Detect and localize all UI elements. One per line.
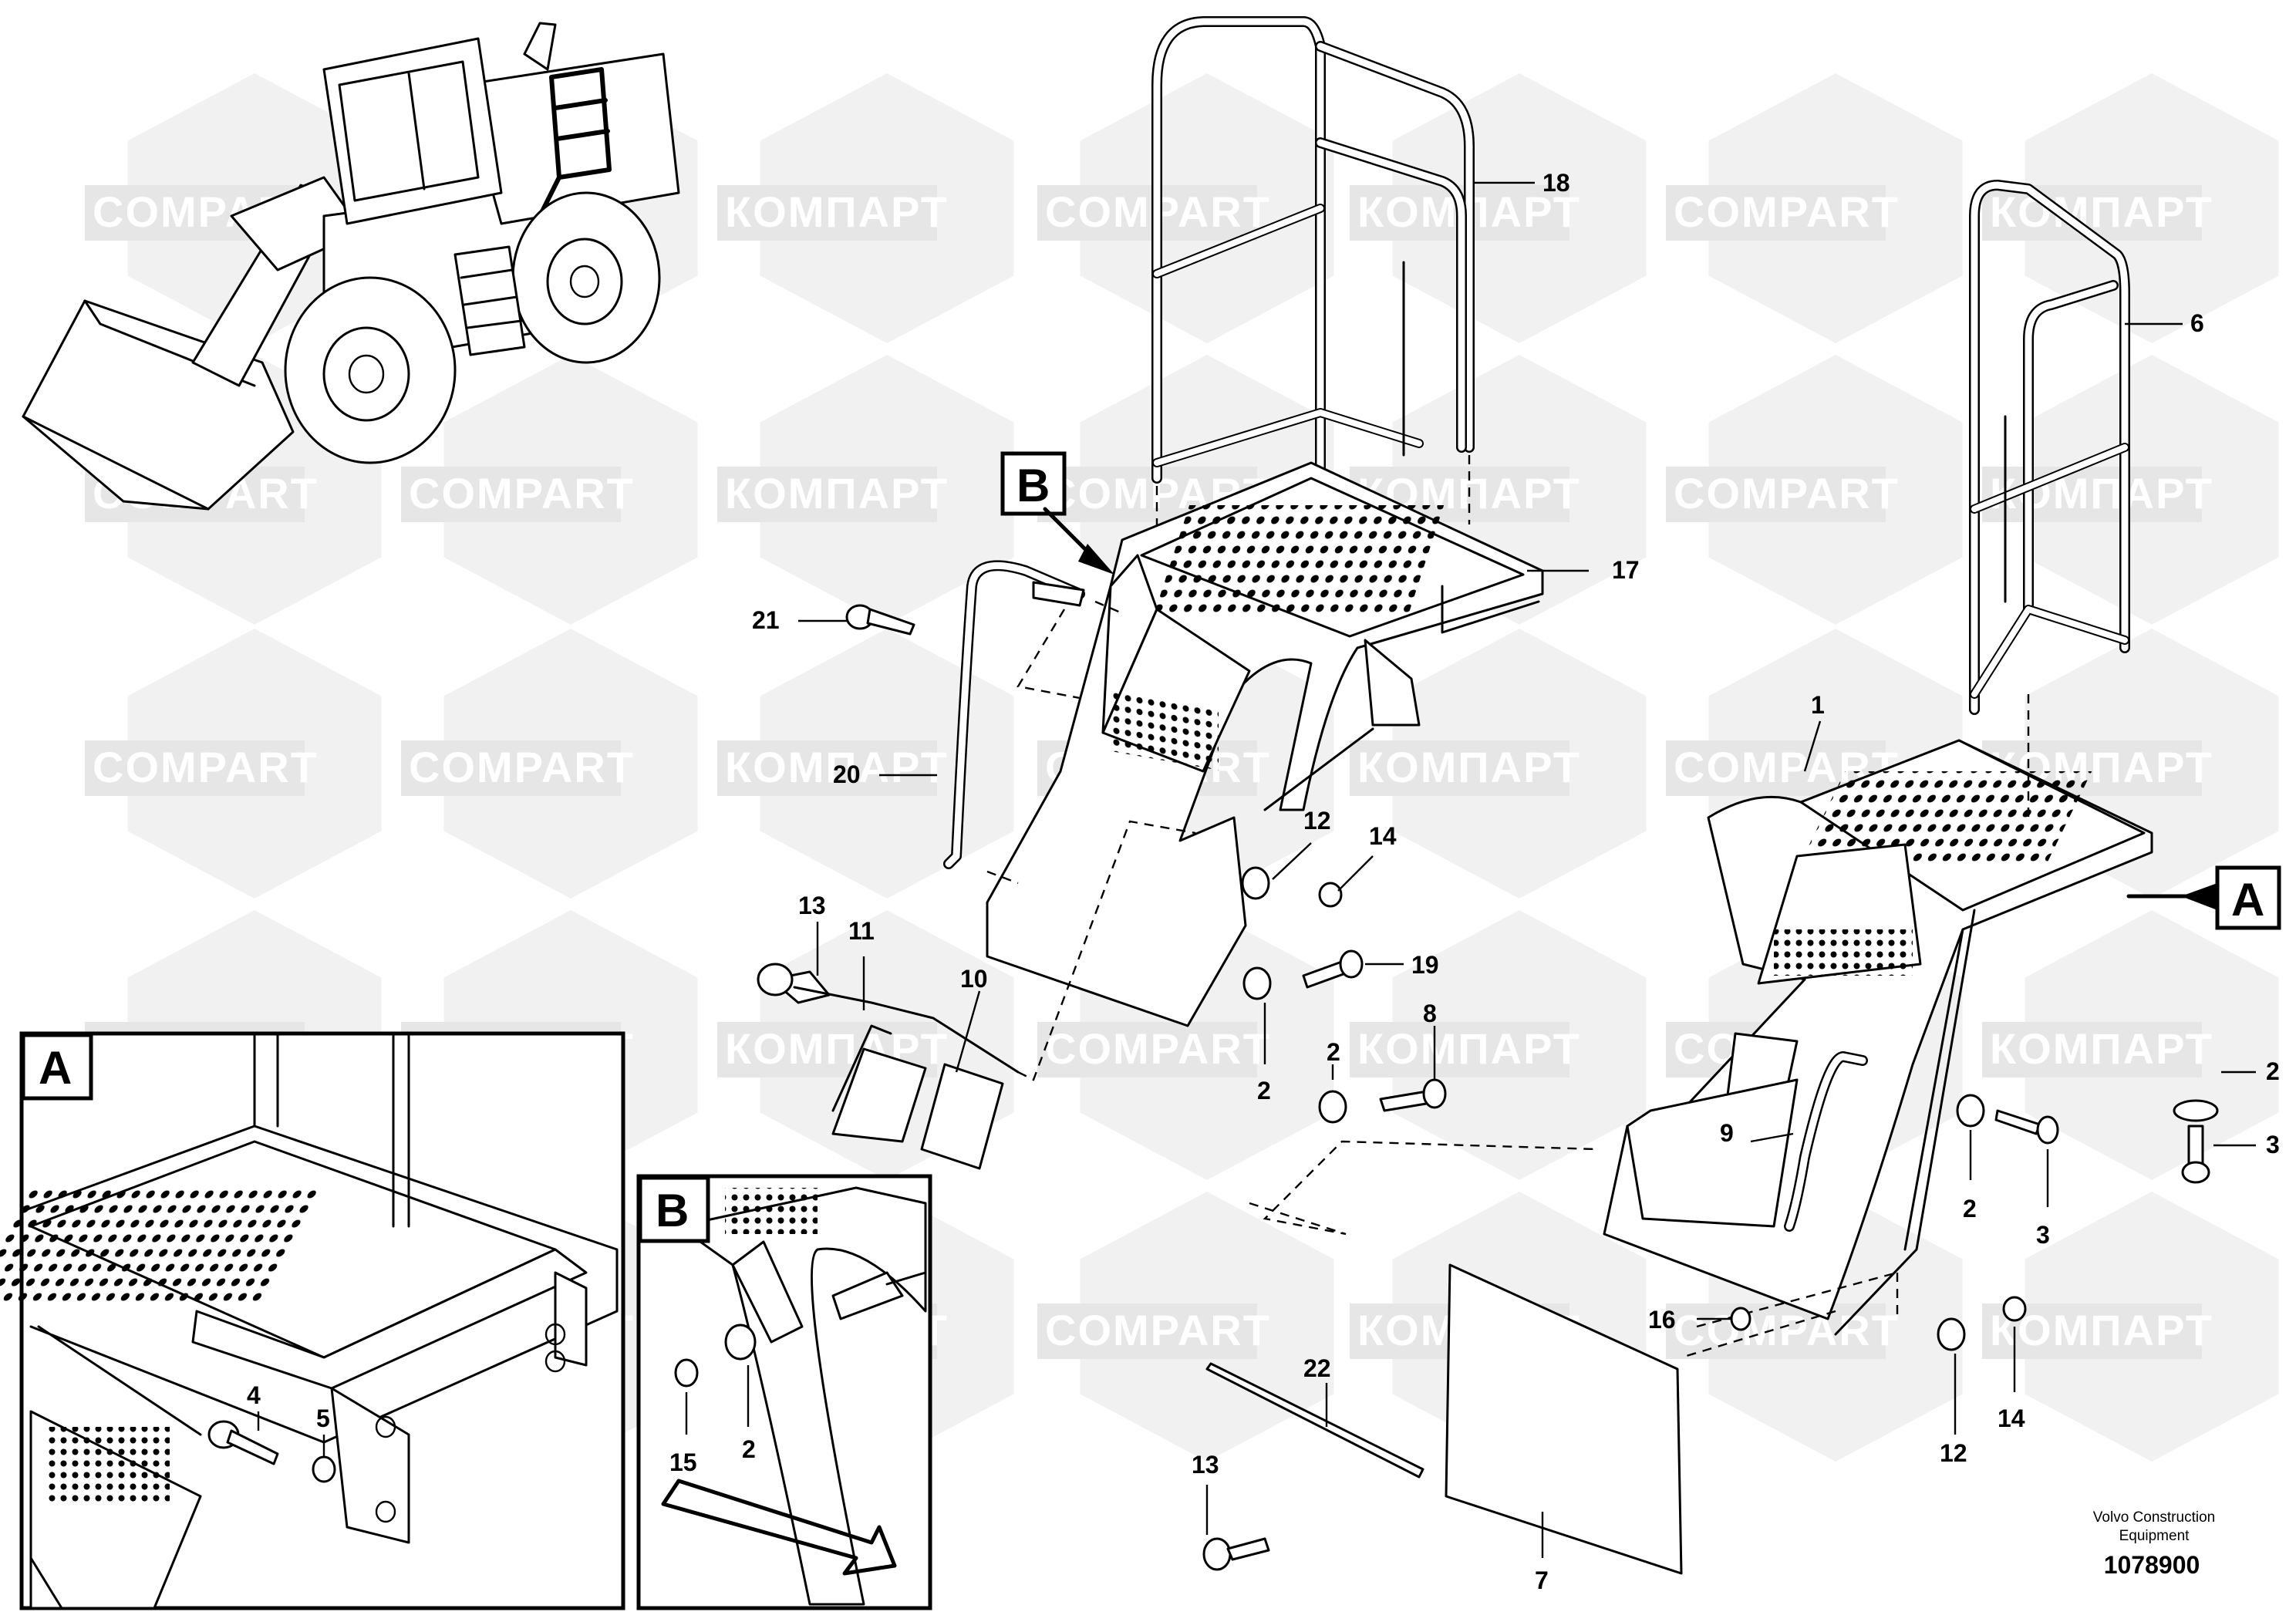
fasteners xyxy=(845,604,2219,1571)
watermark-text: КОМПАРТ xyxy=(1990,1024,2213,1073)
watermark-tile: КОМПАРТ xyxy=(1350,910,1647,1180)
callout-16: 16 xyxy=(1648,1306,1676,1334)
watermark-tile: COMPART xyxy=(85,629,382,899)
brand-line-1: Volvo Construction xyxy=(2093,1509,2215,1526)
watermark-text: COMPART xyxy=(93,743,319,791)
watermark-tile: КОМПАРТ xyxy=(717,73,1014,343)
callout-numbers: 18 6 17 21 1 20 12 14 13 11 19 10 8 2 2 … xyxy=(247,169,2280,1594)
watermark-text: КОМПАРТ xyxy=(1990,1306,2213,1354)
callout-18: 18 xyxy=(1542,169,1570,197)
watermark-tile: КОМПАРТ xyxy=(1982,73,2279,343)
watermark-text: COMPART xyxy=(1045,1306,1271,1354)
watermark-tile: КОМПАРТ xyxy=(717,355,1014,625)
detail-view-b xyxy=(636,1174,932,1610)
callout-7: 7 xyxy=(1535,1566,1549,1594)
watermark-tile: КОМПАРТ xyxy=(1350,629,1647,899)
watermark-text: КОМПАРТ xyxy=(725,743,949,791)
detail-view-a xyxy=(0,1031,625,1610)
callout-2-mid-upper: 2 xyxy=(1327,1038,1340,1066)
view-marker-b-main-label: B xyxy=(1017,460,1050,511)
watermark-tile: КОМПАРТ xyxy=(1982,1192,2279,1462)
watermark-tile: КОМПАРТ xyxy=(1350,73,1647,343)
watermark-tile: COMPART xyxy=(1037,1192,1334,1462)
watermark-text: COMPART xyxy=(1674,1306,1900,1354)
view-marker-b-main xyxy=(1000,451,1114,575)
detail-b-label: B xyxy=(656,1185,689,1236)
callout-15: 15 xyxy=(669,1448,697,1476)
platform-17 xyxy=(986,461,1544,1027)
plate-10-bracket-11 xyxy=(757,820,1196,1170)
watermark-text: КОМПАРТ xyxy=(725,187,949,236)
watermark-text: КОМПАРТ xyxy=(1357,743,1581,791)
document-number: 1078900 xyxy=(2104,1551,2200,1579)
platform-1 xyxy=(1603,739,2153,1336)
callout-10: 10 xyxy=(960,965,988,993)
watermark-text: COMPART xyxy=(1045,1024,1271,1073)
callout-8: 8 xyxy=(1423,1000,1437,1027)
callout-1: 1 xyxy=(1811,691,1825,719)
watermark-text: КОМПАРТ xyxy=(1990,187,2213,236)
watermark-tile: COMPART xyxy=(401,355,698,625)
callout-12-upper: 12 xyxy=(1303,807,1331,835)
callout-17: 17 xyxy=(1612,556,1640,584)
watermark-text: COMPART xyxy=(1674,469,1900,518)
callout-14-lower: 14 xyxy=(1998,1404,2025,1432)
watermark-tile: COMPART xyxy=(1666,73,1963,343)
callout-14-upper: 14 xyxy=(1369,822,1397,850)
brand-line-2: Equipment xyxy=(2119,1528,2190,1544)
callout-13-left: 13 xyxy=(798,892,826,919)
callout-3-right-a: 3 xyxy=(2266,1131,2280,1158)
view-marker-a-main-label: A xyxy=(2231,874,2264,926)
watermark-tile: КОМПАРТ xyxy=(1982,910,2279,1180)
watermark-text: КОМПАРТ xyxy=(1357,1024,1581,1073)
callout-5: 5 xyxy=(316,1404,330,1432)
callout-21: 21 xyxy=(752,606,780,634)
watermark-text: COMPART xyxy=(1674,187,1900,236)
callout-4: 4 xyxy=(247,1381,261,1409)
watermark-text: COMPART xyxy=(409,469,635,518)
wheel-loader-thumbnail xyxy=(22,22,680,511)
handrail-18 xyxy=(1151,16,1475,540)
callout-6: 6 xyxy=(2190,309,2204,337)
callout-3-right-b: 3 xyxy=(2036,1221,2050,1249)
callout-12-lower: 12 xyxy=(1940,1439,1967,1467)
view-marker-a-main xyxy=(2126,865,2281,930)
callout-2-right-b: 2 xyxy=(1963,1195,1977,1222)
callout-20: 20 xyxy=(833,760,861,788)
watermark-tile: COMPART xyxy=(1037,73,1334,343)
leader-lines xyxy=(257,181,2256,1558)
callout-13-bottom: 13 xyxy=(1192,1451,1219,1479)
callout-11: 11 xyxy=(848,917,875,945)
callout-2-right-a: 2 xyxy=(2266,1057,2280,1085)
handle-20 xyxy=(943,560,1123,885)
watermark-text: COMPART xyxy=(409,743,635,791)
plate-7-strip-22 xyxy=(1205,1140,1899,1575)
callout-22: 22 xyxy=(1303,1354,1331,1382)
callout-9: 9 xyxy=(1720,1119,1734,1147)
callout-2-mid-left: 2 xyxy=(1257,1077,1271,1104)
watermark-tile: COMPART xyxy=(1666,355,1963,625)
watermark-tile: COMPART xyxy=(401,629,698,899)
handrail-6 xyxy=(1969,180,2130,818)
callout-19: 19 xyxy=(1411,951,1439,979)
callout-2-detail-b: 2 xyxy=(742,1435,756,1463)
watermark-tile: КОМПАРТ xyxy=(717,629,1014,899)
watermark-text: КОМПАРТ xyxy=(725,469,949,518)
detail-a-label: A xyxy=(39,1042,72,1094)
